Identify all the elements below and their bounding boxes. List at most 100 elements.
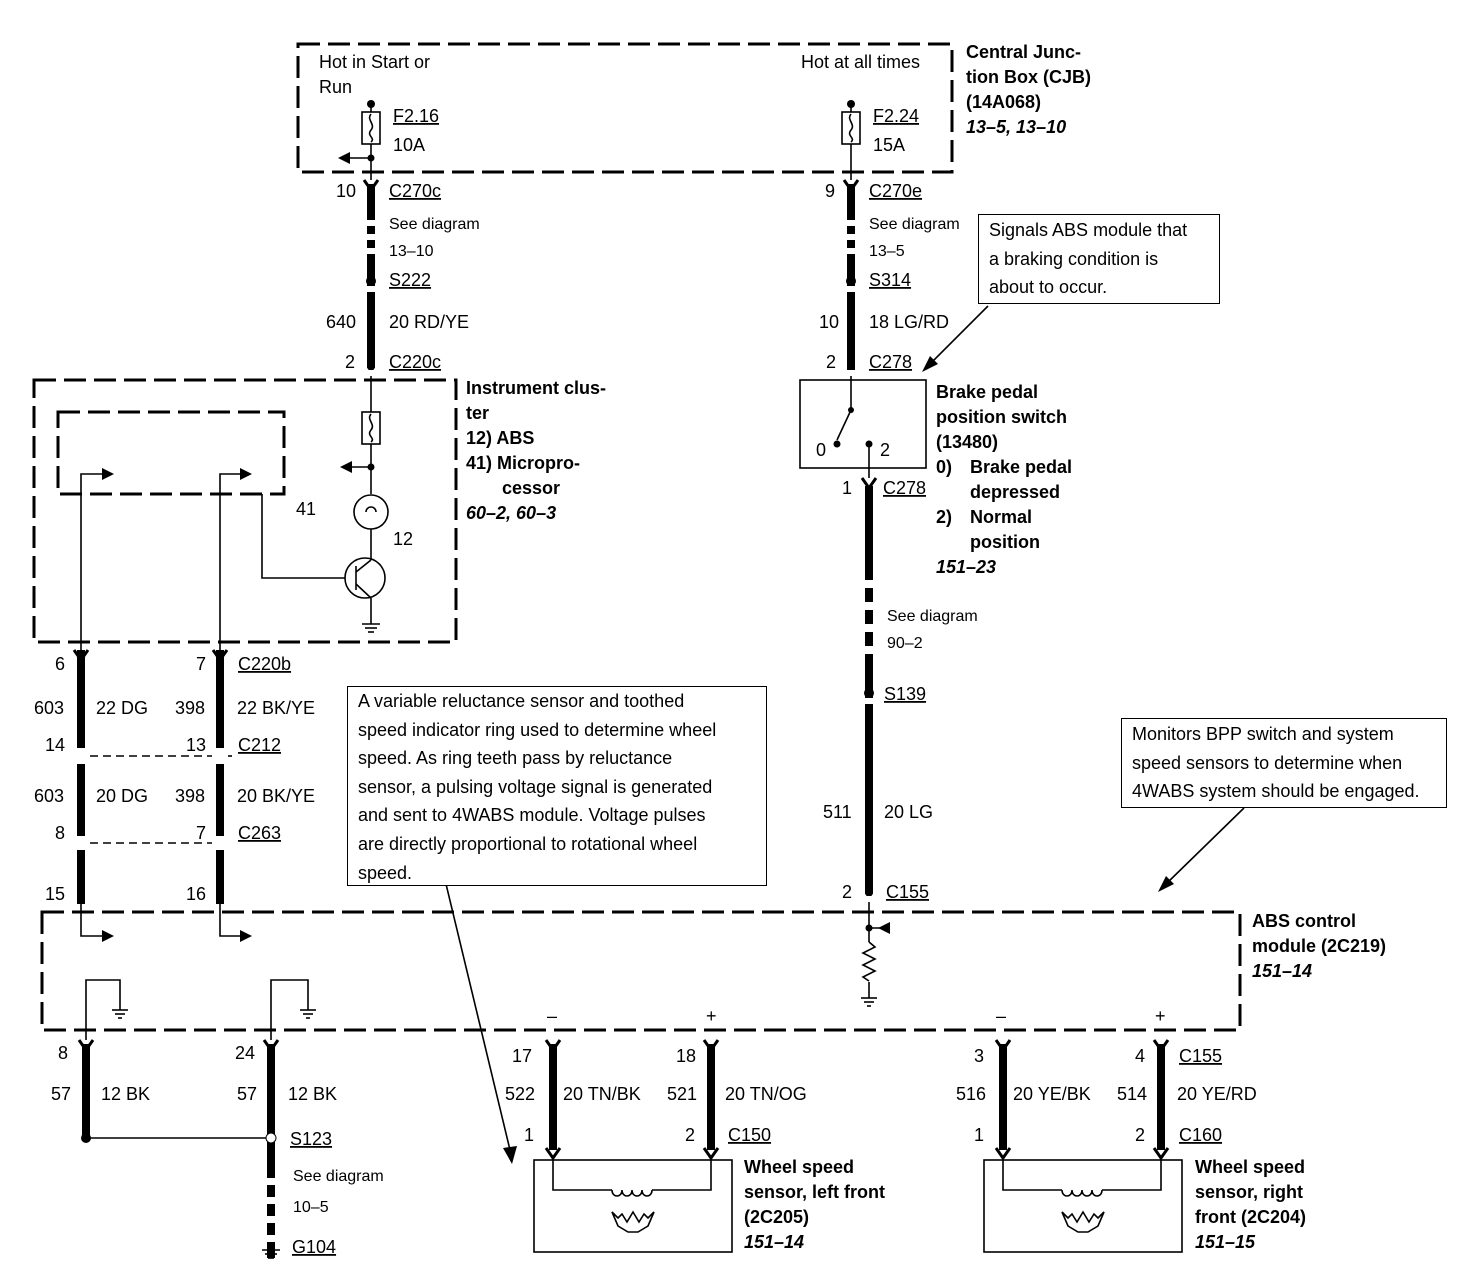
wire-521 [702, 1039, 720, 1161]
bpp-item2-l1: Normal [970, 507, 1032, 527]
pin-14: 14 [45, 735, 65, 755]
bpp-pos-2: 2 [880, 440, 890, 460]
circuit-516: 516 [956, 1084, 986, 1104]
conn-c270e: C270e [869, 181, 922, 201]
bpp-switch [799, 376, 927, 478]
pin-2-c155: 2 [842, 882, 852, 902]
pin-15: 15 [45, 884, 65, 904]
pin-1-c278: 1 [842, 478, 852, 498]
wire-22-dg: 22 DG [96, 698, 148, 718]
cjb-ref: 13–5, 13–10 [966, 117, 1066, 137]
pin-2-c150: 2 [685, 1125, 695, 1145]
wire-20-rd-ye: 20 RD/YE [389, 312, 469, 332]
conn-c212: C212 [238, 735, 281, 755]
see-diagram-90: See diagram [887, 608, 978, 625]
fuse2-id: F2.24 [873, 106, 919, 126]
bpp-item2-num: 2) [936, 507, 952, 527]
pin-2-left: 2 [345, 352, 355, 372]
bpp-title-l2: position switch [936, 407, 1067, 427]
microprocessor-box [56, 410, 286, 496]
wss-right-ref: 151–15 [1195, 1232, 1256, 1252]
abs-left-inputs [80, 904, 316, 1040]
wss-left-ref: 151–14 [744, 1232, 804, 1252]
abs-ref: 151–14 [1252, 961, 1312, 981]
pin-1-c150: 1 [524, 1125, 534, 1145]
circuit-10: 10 [819, 312, 839, 332]
see-ref-10-5: 10–5 [293, 1199, 329, 1216]
conn-c263: C263 [238, 823, 281, 843]
pin-2-right: 2 [826, 352, 836, 372]
splice-s222: S222 [389, 270, 431, 290]
wire-12-bk-a: 12 BK [101, 1084, 150, 1104]
wheel-sensor-left-front [533, 1158, 733, 1253]
pin-16: 16 [186, 884, 206, 904]
circuit-640: 640 [326, 312, 356, 332]
note-vrs-l7: speed. [358, 862, 413, 883]
pin-7-c263: 7 [196, 823, 206, 843]
cjb-title-l1: Central Junc- [966, 42, 1081, 62]
cluster-title-l2: ter [466, 403, 489, 423]
note-brake-l1: Signals ABS module that [989, 220, 1188, 240]
rf-plus: + [1155, 1006, 1166, 1026]
conn-c155-bottom: C155 [1179, 1046, 1222, 1066]
cjb-hot-start-run-l2: Run [319, 77, 352, 97]
circuit-398a: 398 [175, 698, 205, 718]
pin-18: 18 [676, 1046, 696, 1066]
bpp-pos-0: 0 [816, 440, 826, 460]
pin-10: 10 [336, 181, 356, 201]
conn-c150: C150 [728, 1125, 771, 1145]
note-brake-signal: Signals ABS module that a braking condit… [978, 214, 1220, 304]
wire-640 [362, 179, 380, 379]
note-vrs-l2: speed indicator ring used to determine w… [358, 719, 717, 740]
circuit-398b: 398 [175, 786, 205, 806]
wire-18-lg-rd: 18 LG/RD [869, 312, 949, 332]
bpp-title-l3: (13480) [936, 432, 998, 452]
cluster-internals [80, 376, 389, 650]
note-vrs-l1: A variable reluctance sensor and toothed [358, 691, 685, 711]
lf-minus: – [547, 1006, 557, 1026]
see-diagram-right: See diagram [869, 216, 960, 233]
splice-s314: S314 [869, 270, 911, 290]
cluster-title-l1: Instrument clus- [466, 378, 606, 398]
cluster-item-41-l2: cessor [502, 478, 560, 498]
bpp-item0-num: 0) [936, 457, 952, 477]
wss-left-title-l2: sensor, left front [744, 1182, 885, 1202]
wire-20-tn-og: 20 TN/OG [725, 1084, 807, 1104]
circuit-57a: 57 [51, 1084, 71, 1104]
wire-22-bk-ye: 22 BK/YE [237, 698, 315, 718]
note-monitor-l1: Monitors BPP switch and system [1132, 724, 1394, 744]
pin-17: 17 [512, 1046, 532, 1066]
conn-c220c: C220c [389, 352, 441, 372]
pin-6: 6 [55, 654, 65, 674]
circuit-514: 514 [1117, 1084, 1147, 1104]
cluster-label-41: 41 [296, 499, 316, 519]
see-ref-right: 13–5 [869, 243, 905, 260]
bpp-item2-l2: position [970, 532, 1040, 552]
wire-57-right [262, 1039, 280, 1259]
abs-input-resistor [861, 902, 890, 1007]
note-brake-l2: a braking condition is [989, 248, 1159, 269]
pin-7: 7 [196, 654, 206, 674]
note-monitor-l3: 4WABS system should be engaged. [1132, 781, 1420, 802]
wss-left-title-l1: Wheel speed [744, 1157, 854, 1177]
cjb-hot-start-run-l1: Hot in Start or [319, 52, 430, 72]
rf-minus: – [996, 1006, 1006, 1026]
cjb-title-l2: tion Box (CJB) [966, 67, 1091, 87]
brake-note-arrow [922, 305, 989, 372]
wire-522 [544, 1039, 562, 1161]
see-diagram-left: See diagram [389, 216, 480, 233]
monitor-note-arrow [1158, 807, 1245, 892]
wire-20-lg: 20 LG [884, 802, 933, 822]
circuit-57b: 57 [237, 1084, 257, 1104]
wire-57-left [77, 1039, 95, 1143]
wire-20-tn-bk: 20 TN/BK [563, 1084, 641, 1104]
cluster-label-12: 12 [393, 529, 413, 549]
wire-20-ye-rd: 20 YE/RD [1177, 1084, 1257, 1104]
wss-right-title-l2: sensor, right [1195, 1182, 1303, 1202]
note-vrs-l4: sensor, a pulsing voltage signal is gene… [358, 776, 713, 797]
fuse1-amp: 10A [393, 135, 425, 155]
wire-398 [211, 649, 229, 904]
conn-c155-top: C155 [886, 882, 929, 902]
note-brake-l3: about to occur. [989, 277, 1108, 298]
